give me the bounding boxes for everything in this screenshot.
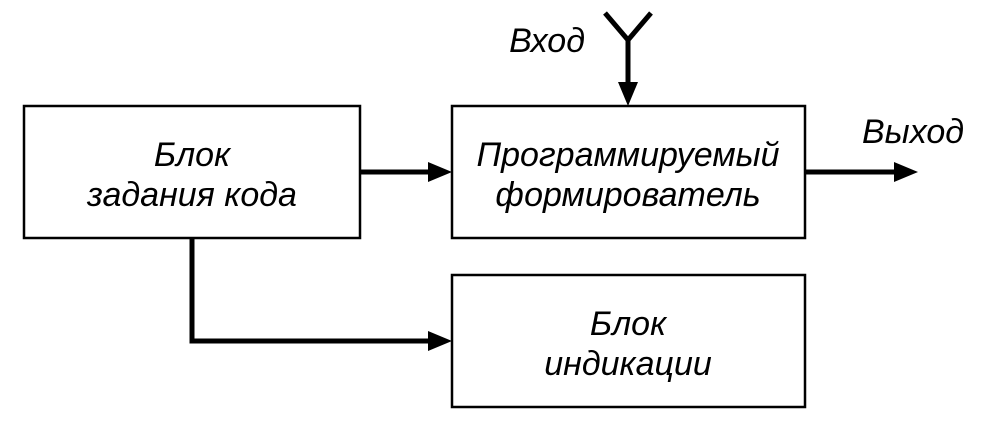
input-label: Вход — [509, 22, 585, 60]
programmable-shaper-block-label-line2: формирователь — [495, 176, 760, 214]
code-setting-block-label-line2: задания кода — [86, 176, 297, 214]
code-setting-block: Блок задания кода — [22, 104, 362, 240]
output-label: Выход — [862, 113, 964, 151]
code-to-shaper-arrow — [360, 162, 452, 182]
programmable-shaper-block: Программируемый формирователь — [450, 104, 807, 240]
programmable-shaper-block-label-line1: Программируемый — [476, 136, 779, 174]
code-setting-block-frame — [22, 104, 362, 240]
antenna-icon — [603, 11, 653, 44]
indication-block-label-line2: индикации — [544, 345, 712, 383]
programmable-shaper-block-frame — [450, 104, 807, 240]
input-antenna — [603, 11, 653, 106]
indication-block: Блок индикации — [450, 273, 807, 409]
code-setting-block-label-line1: Блок — [154, 136, 232, 174]
output-arrow — [805, 162, 918, 182]
indication-block-frame — [450, 273, 807, 409]
code-to-indication-arrow — [189, 238, 452, 351]
code-to-indication-arrowhead — [428, 331, 452, 351]
indication-block-label-line1: Блок — [590, 305, 668, 343]
output-arrowhead — [894, 162, 918, 182]
code-to-indication-arrow-line — [189, 238, 432, 344]
code-to-shaper-arrowhead — [428, 162, 452, 182]
input-arrowhead — [618, 82, 638, 106]
